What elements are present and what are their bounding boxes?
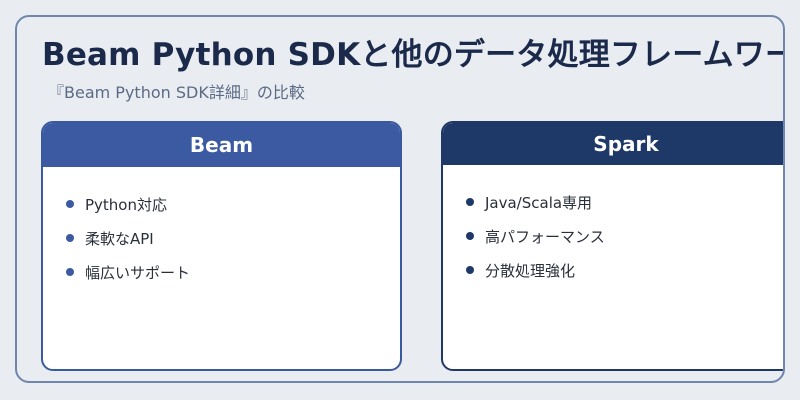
bullet-icon [66, 268, 74, 276]
list-item-label: 分散処理強化 [485, 261, 576, 280]
bullet-icon [66, 234, 74, 242]
page-subtitle: 『Beam Python SDK詳細』の比較 [48, 83, 305, 102]
list-item: 分散処理強化 [466, 253, 783, 287]
list-item-label: 幅広いサポート [85, 263, 191, 282]
beam-card: Beam Python対応 柔軟なAPI 幅広いサポート [41, 121, 402, 371]
slide-frame: Beam Python SDKと他のデータ処理フレームワーク 『Beam Pyt… [15, 15, 785, 383]
list-item: 高パフォーマンス [466, 219, 783, 253]
beam-card-header: Beam [43, 123, 400, 167]
list-item-label: 柔軟なAPI [85, 229, 154, 248]
spark-card: Spark Java/Scala専用 高パフォーマンス 分散処理強化 [441, 121, 783, 371]
beam-feature-list: Python対応 柔軟なAPI 幅広いサポート [43, 167, 400, 289]
list-item-label: 高パフォーマンス [485, 227, 605, 246]
list-item-label: Python対応 [85, 195, 167, 214]
page-title: Beam Python SDKと他のデータ処理フレームワーク [42, 37, 785, 73]
bullet-icon [466, 198, 474, 206]
spark-feature-list: Java/Scala専用 高パフォーマンス 分散処理強化 [443, 165, 783, 287]
list-item: 柔軟なAPI [66, 221, 400, 255]
bullet-icon [66, 200, 74, 208]
list-item: 幅広いサポート [66, 255, 400, 289]
list-item: Python対応 [66, 187, 400, 221]
bullet-icon [466, 266, 474, 274]
list-item-label: Java/Scala専用 [485, 193, 593, 212]
spark-card-header: Spark [443, 123, 783, 165]
list-item: Java/Scala専用 [466, 185, 783, 219]
bullet-icon [466, 232, 474, 240]
